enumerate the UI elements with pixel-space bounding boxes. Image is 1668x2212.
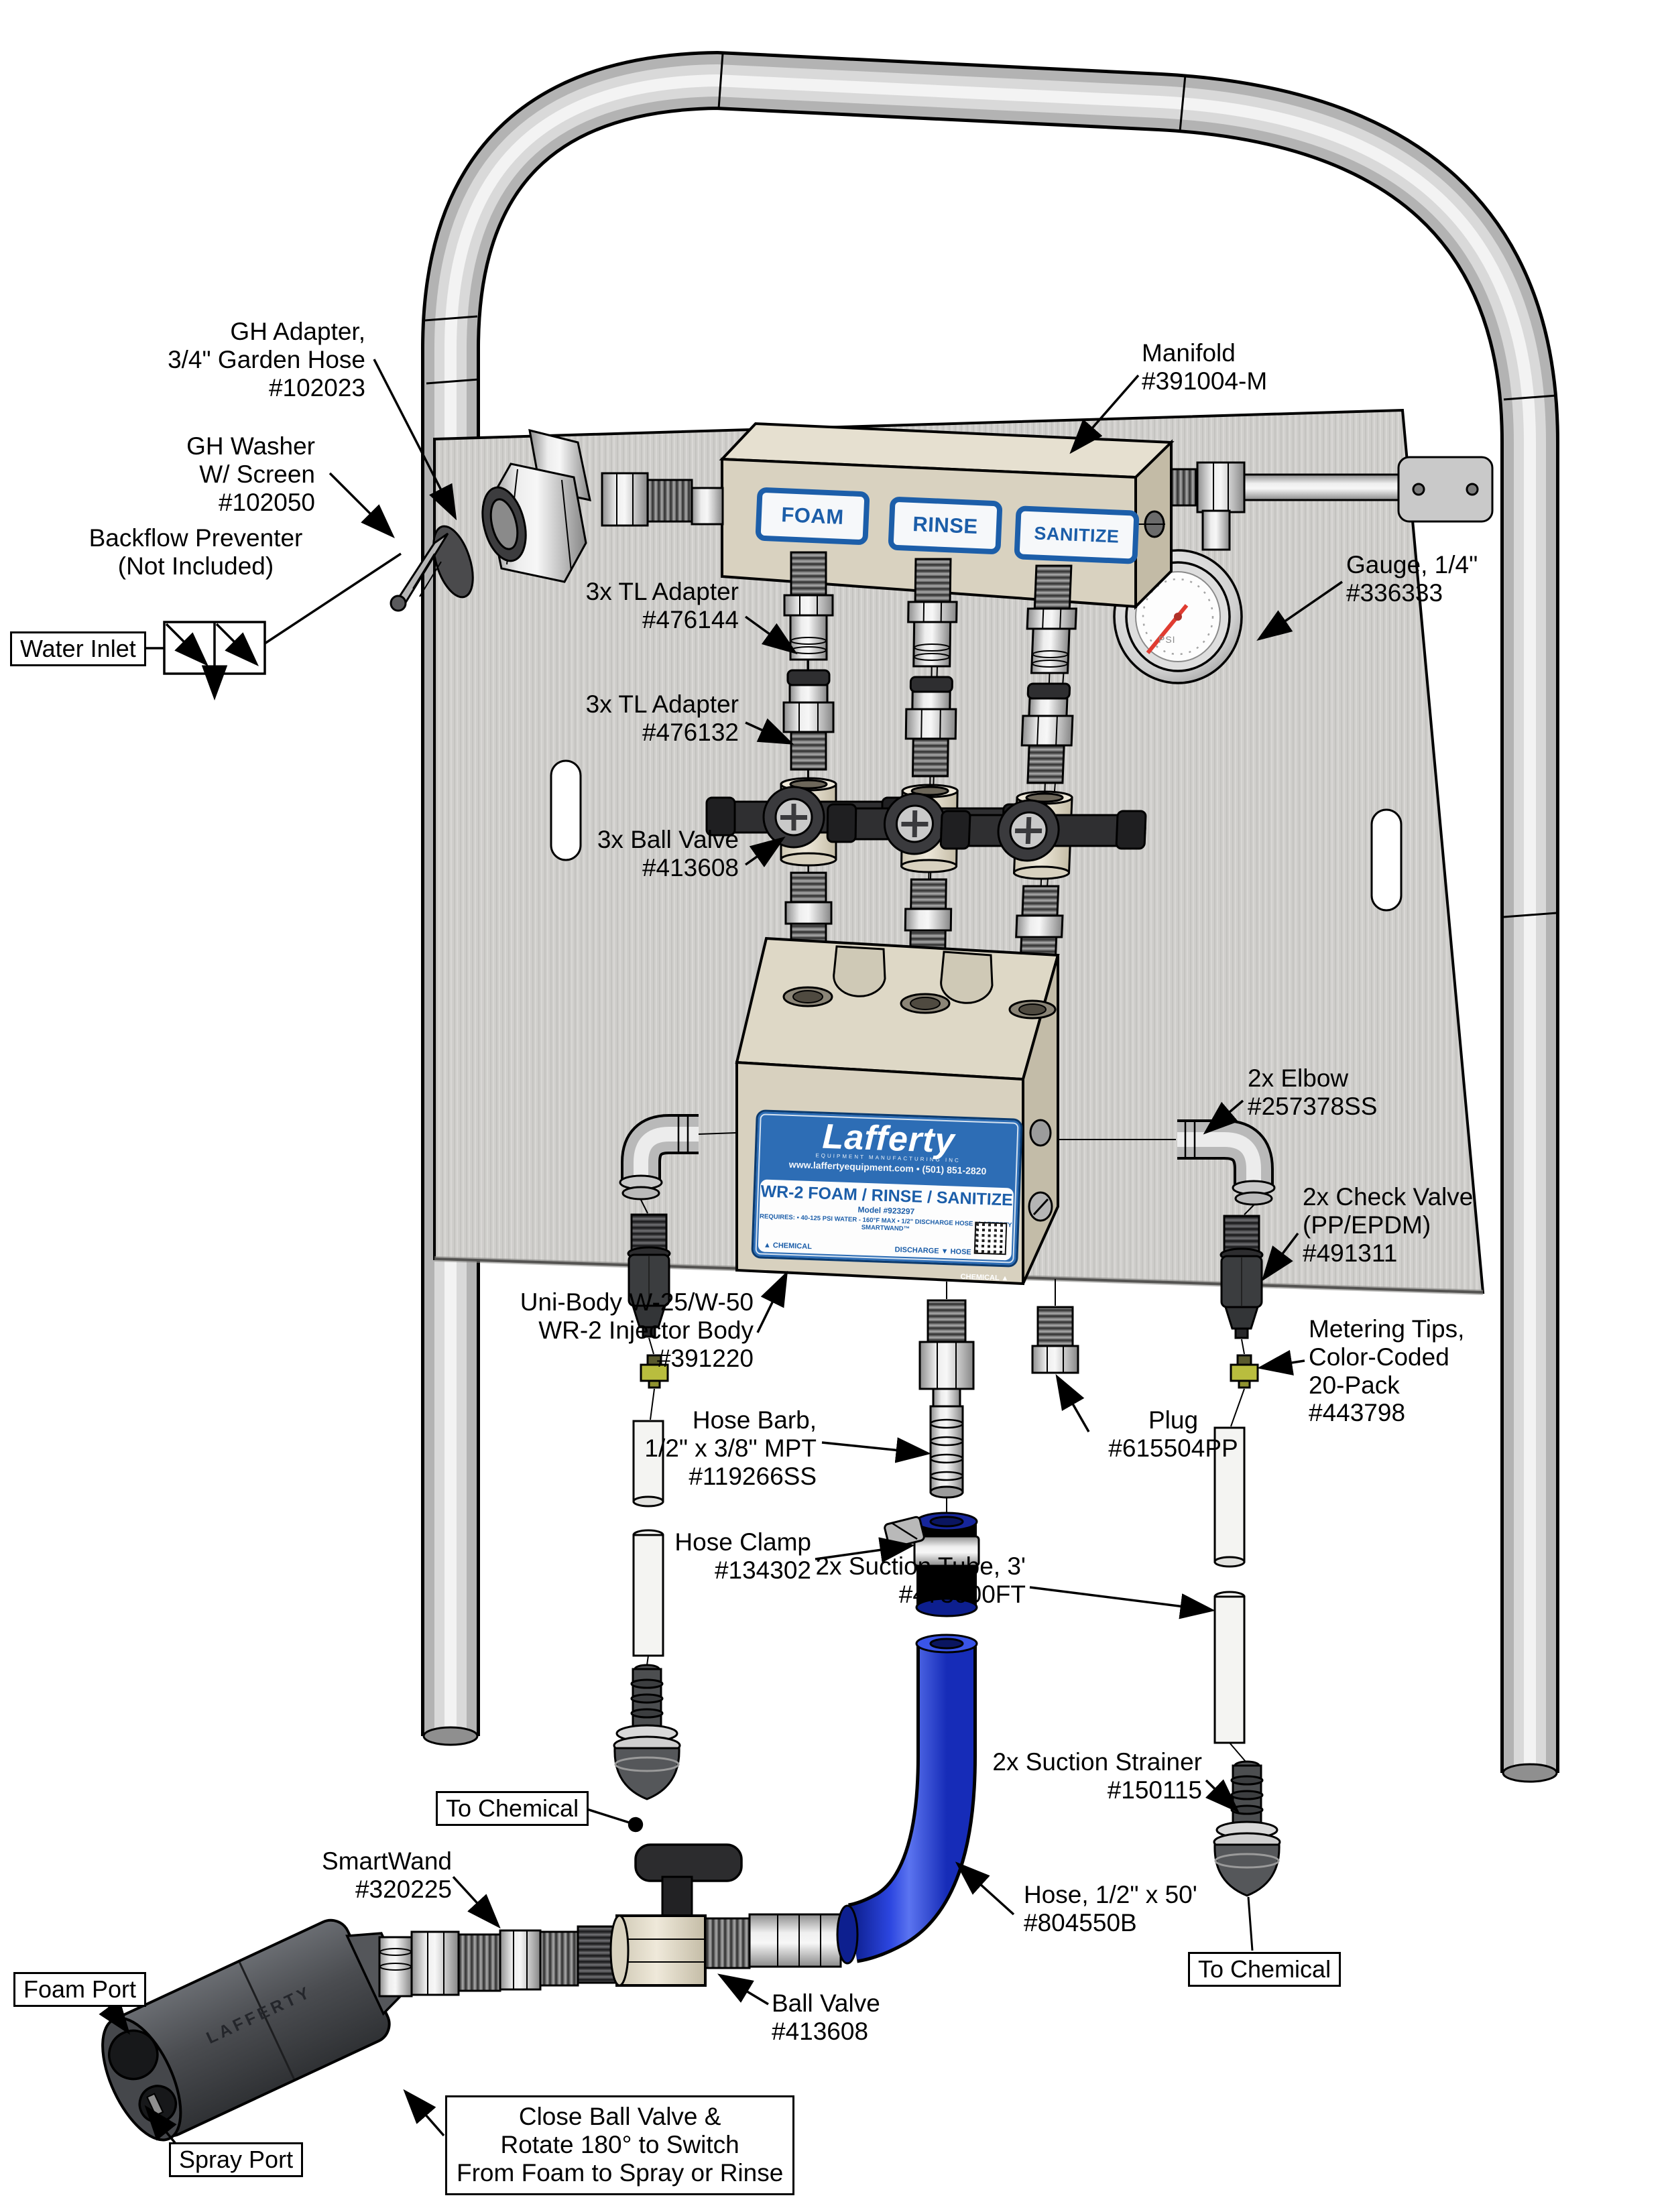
callout-tl-adapter-132: 3x TL Adapter #476132 [585, 690, 739, 746]
panel-slot-left [550, 759, 582, 861]
qr-code [973, 1221, 1008, 1255]
leader-tl144 [744, 615, 798, 655]
callout-spray-port: Spray Port [169, 2142, 304, 2177]
leader-lines [95, 359, 1343, 2145]
callout-gh-washer: GH Washer W/ Screen #102050 [186, 432, 315, 516]
callout-check-valve: 2x Check Valve (PP/EPDM) #491311 [1303, 1183, 1474, 1267]
callout-hose: Hose, 1/2" x 50' #804550B [1024, 1881, 1197, 1937]
leader-manifold [1069, 374, 1140, 454]
callout-to-chemical-right: To Chemical [1188, 1952, 1342, 1987]
leader-plug [1055, 1373, 1090, 1432]
leader-smartwand [452, 1876, 501, 1929]
leader-sprayport [144, 2105, 177, 2145]
callout-tl-adapter-144: 3x TL Adapter #476144 [585, 578, 739, 633]
callout-gh-adapter: GH Adapter, 3/4" Garden Hose #102023 [168, 318, 365, 402]
callout-ball-valve-3x: 3x Ball Valve #413608 [597, 826, 739, 881]
leader-note [403, 2089, 445, 2137]
hanging-slot-right [940, 950, 994, 1004]
leader-meteringtips [1257, 1349, 1305, 1375]
leader-unibody [756, 1270, 788, 1333]
leader-ballvalve3x [744, 836, 786, 867]
manifold-port-sanitize: SANITIZE [1014, 505, 1140, 564]
manifold-port-rinse: RINSE [888, 496, 1003, 555]
callout-suction-tube: 2x Suction Tube, 3' #473000FT [815, 1552, 1026, 1608]
leader-suctiontube [1029, 1586, 1215, 1619]
callout-backflow: Backflow Preventer (Not Included) [88, 524, 303, 580]
callout-elbow: 2x Elbow #257378SS [1248, 1064, 1378, 1120]
bottom-assembly [101, 1843, 859, 2142]
manifold-port-foam: FOAM [755, 487, 870, 546]
callout-hose-barb: Hose Barb, 1/2" x 3/8" MPT #119266SS [644, 1406, 817, 1490]
plug [1031, 1306, 1079, 1374]
leader-hoseclamp [815, 1537, 915, 1563]
gauge-face-text: PSI [1158, 634, 1176, 645]
callout-ball-valve: Ball Valve #413608 [772, 1989, 880, 2045]
body-side-port [1029, 1119, 1052, 1147]
water-inlet-fittings [390, 428, 724, 612]
callout-to-chemical-left: To Chemical [436, 1791, 589, 1826]
panel-slot-right [1370, 808, 1403, 912]
callout-plug: Plug #615504PP [1108, 1406, 1238, 1462]
callout-metering-tips: Metering Tips, Color-Coded 20-Pack #4437… [1309, 1315, 1465, 1427]
fitting-columns [705, 551, 1157, 1010]
leader-ballvalve [717, 1973, 769, 2006]
right-chemical-chain [1059, 1119, 1281, 1951]
callout-foam-port: Foam Port [13, 1972, 147, 2007]
gauge-needle [1146, 604, 1189, 654]
left-chemical-chain [613, 1114, 737, 1800]
callout-hose-clamp: Hose Clamp #134302 [674, 1528, 811, 1584]
leader-strainer [1205, 1779, 1240, 1813]
leader-hose [955, 1861, 1015, 1916]
leader-tl132 [745, 718, 794, 745]
leader-elbow [1203, 1099, 1244, 1135]
handle-frame [421, 50, 1559, 1783]
callout-manifold: Manifold #391004-M [1142, 339, 1268, 395]
injector-body-label: Lafferty EQUIPMENT MANUFACTURING INC www… [751, 1109, 1023, 1282]
leader-hosebarb [821, 1437, 931, 1463]
callout-water-inlet: Water Inlet [10, 631, 146, 666]
callout-uni-body: Uni-Body W-25/W-50 WR-2 Injector Body #3… [520, 1288, 754, 1372]
leader-checkvalve [1261, 1232, 1299, 1282]
discharge-chain [847, 1279, 1079, 1963]
callout-smartwand: SmartWand #320225 [322, 1847, 452, 1903]
backflow-preventer-symbol [134, 552, 402, 700]
leader-gauge [1256, 580, 1343, 641]
callout-note: Close Ball Valve & Rotate 180° to Switch… [445, 2095, 795, 2195]
leader-gh-adapter [373, 359, 457, 521]
callout-suction-strainer: 2x Suction Strainer #150115 [992, 1748, 1202, 1804]
hanging-slot-left [833, 945, 886, 997]
leader-tochemical-left [580, 1806, 644, 1833]
callout-gauge: Gauge, 1/4" #336333 [1346, 551, 1478, 607]
leader-gh-washer [329, 472, 395, 538]
wand-ball-valve [609, 1843, 743, 1987]
